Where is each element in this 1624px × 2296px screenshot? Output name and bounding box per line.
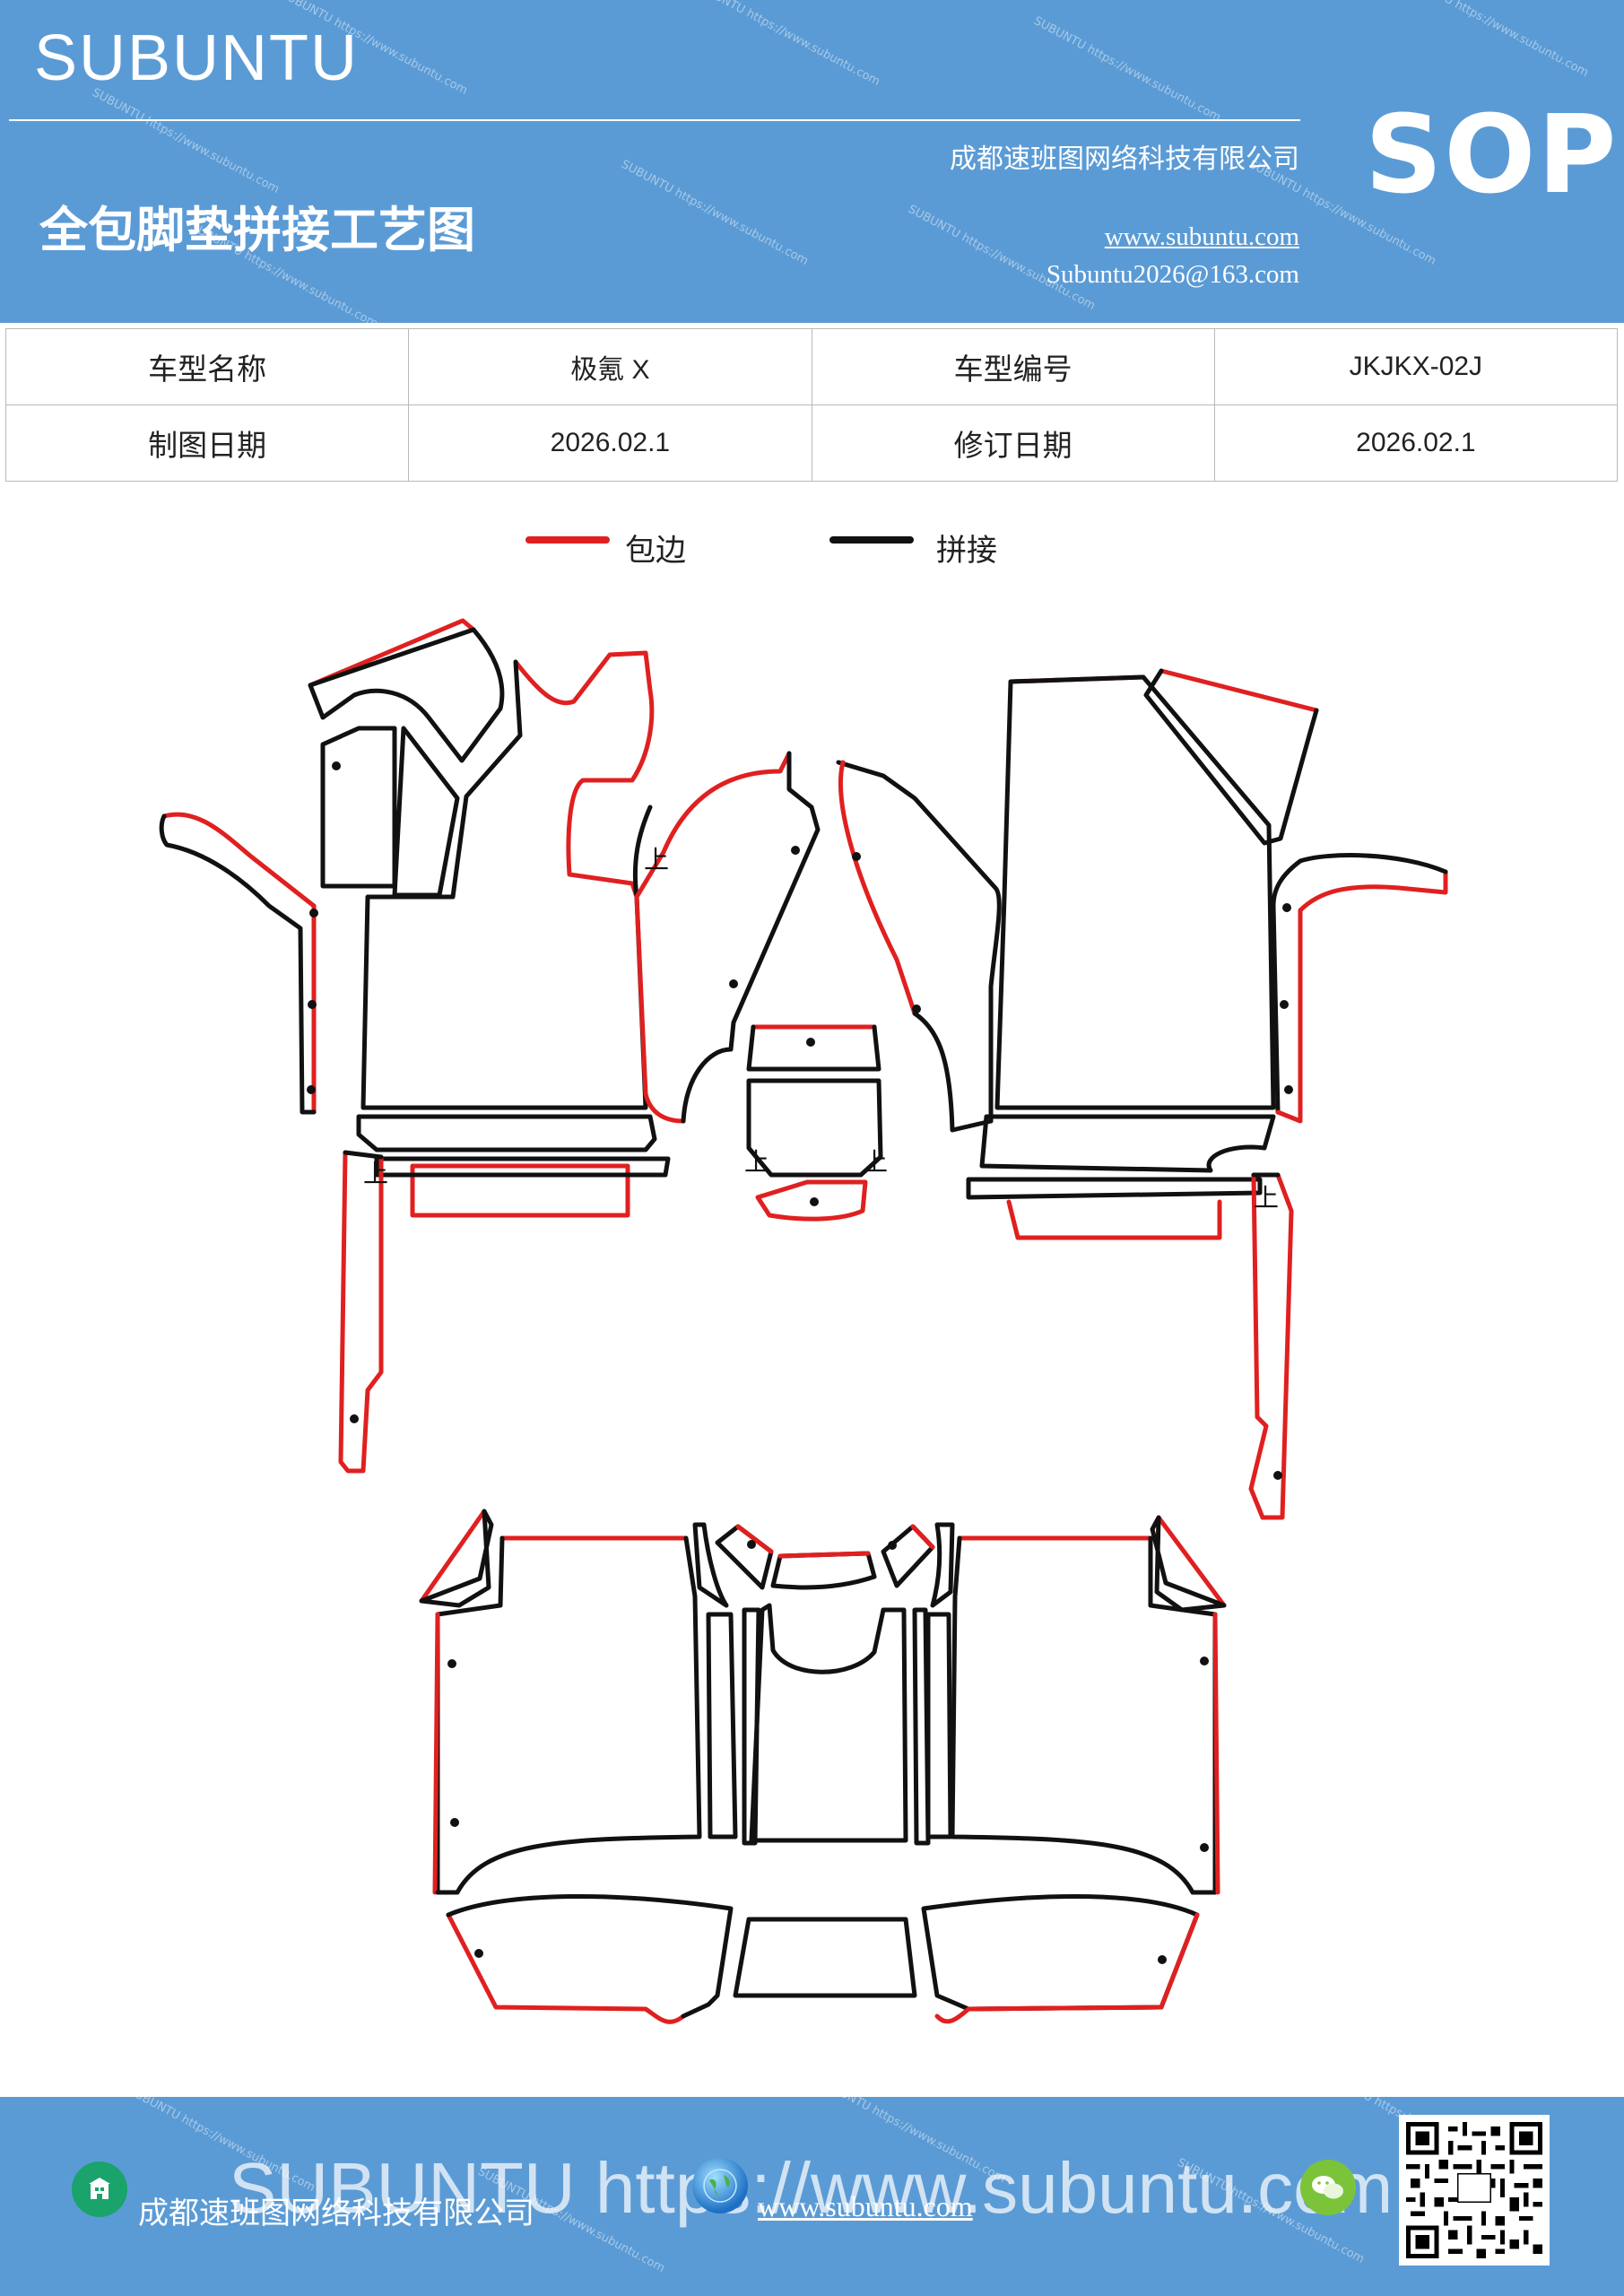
table-row: 车型名称 极氪 X 车型编号 JKJKX-02J [4,328,1619,405]
building-icon [72,2161,127,2217]
mat-piece [1143,668,1319,846]
center-tunnel-group [634,751,1002,1222]
mat-piece [419,1509,487,1604]
legend-edge-label: 包边 [625,533,686,569]
page-title: 全包脚垫拼接工艺图 [39,201,475,258]
table-label: 车型编号 [811,328,1215,405]
wechat-icon [1300,2160,1356,2215]
up-marker: 上 [363,1159,388,1188]
table-value: JKJKX-02J [1213,328,1619,405]
mat-piece [1159,668,1319,713]
mat-piece [912,1607,931,1846]
up-marker: 上 [644,845,669,874]
mat-piece [838,760,917,1016]
email-address: Subuntu2026@163.com [1046,260,1299,289]
footer-website-link[interactable]: www.subuntu.com [758,2190,973,2222]
mat-piece [432,1612,440,1895]
footer-watermark: SUBUNTU https://www.subuntu.com [229,2148,1394,2228]
table-label: 制图日期 [4,404,410,482]
mat-piece [749,1603,908,1843]
mat-piece [1298,869,1448,913]
mat-piece [410,1163,630,1218]
mat-piece [912,1011,994,1133]
mat-piece [360,659,653,1110]
mat-piece [950,1535,1218,1895]
mat-piece [746,1078,883,1178]
table-label: 车型名称 [4,328,410,405]
mat-piece [742,1607,761,1846]
mat-piece [681,751,821,1124]
table-label: 修订日期 [811,404,1215,482]
mat-piece [836,760,1002,1124]
table-row: 制图日期 2026.02.1 修订日期 2026.02.1 [4,404,1619,482]
mat-piece [1006,1199,1222,1240]
mat-piece [161,812,317,909]
mat-piece [308,618,476,688]
mat-piece [715,1524,774,1590]
mat-piece [921,1893,1200,2012]
legend-seam-swatch [829,536,914,544]
mat-piece [735,1524,774,1554]
mat-piece [1212,1612,1220,1895]
table-value: 2026.02.1 [1213,404,1619,482]
mat-piece [1275,908,1303,1124]
mat-piece [755,1179,868,1222]
floor-mat-diagram: 上 上 上 上 上 [159,618,1448,2024]
mat-piece [320,726,397,889]
mat-piece [925,1612,953,1839]
front-left-mat-group [159,618,671,1474]
mat-piece [979,1114,1276,1173]
mat-piece [1271,853,1448,1115]
table-value: 2026.02.1 [408,404,812,482]
mat-piece [994,674,1276,1110]
page-footer: SUBUNTU https://www.subuntu.com SUBUNTU … [0,2097,1624,2296]
mat-piece [1150,1515,1227,1613]
mat-piece [966,1177,1263,1200]
mat-piece [419,1509,494,1608]
mat-piece [934,1912,1200,2024]
mat-piece [1156,1515,1227,1608]
mat-piece [770,1551,877,1590]
table-value: 极氪 X [408,328,812,405]
front-right-mat-group [966,668,1448,1520]
mat-piece [356,1114,657,1152]
vehicle-info-table: 车型名称 极氪 X 车型编号 JKJKX-02J 制图日期 2026.02.1 … [4,328,1619,482]
mat-piece [692,1522,729,1608]
mat-piece [308,627,505,763]
mat-piece [634,751,792,1124]
header-divider [9,119,1300,121]
mat-piece [435,1535,702,1895]
mat-piece [343,1150,384,1160]
mat-piece [338,1150,384,1474]
mat-piece [159,813,317,1115]
mat-piece [446,1912,686,2024]
mat-piece [374,1156,671,1178]
qr-code[interactable] [1399,2115,1550,2266]
up-marker: 上 [863,1147,888,1177]
website-link[interactable]: www.subuntu.com [1104,222,1299,251]
mat-piece [881,1524,935,1588]
up-marker: 上 [1254,1183,1279,1213]
mat-piece [746,1024,881,1072]
mat-piece [706,1612,738,1839]
mat-piece [446,1893,734,2019]
mat-piece [513,650,655,900]
mat-piece [910,1524,935,1550]
legend-seam-label: 拼接 [936,533,997,569]
mat-piece [1248,1172,1294,1520]
up-marker: 上 [744,1147,769,1177]
globe-icon [692,2158,748,2213]
mat-piece [733,1917,917,1998]
mat-piece [777,1551,871,1559]
mat-piece [392,726,460,898]
company-name: 成都速班图网络科技有限公司 [950,144,1299,175]
legend-edge-swatch [525,536,610,544]
brand-logo: SUBUNTU [34,22,360,94]
fastener-points [307,761,1293,1964]
footer-company: 成都速班图网络科技有限公司 [138,2196,534,2231]
mat-piece [930,1522,955,1608]
sop-badge: SOP [1365,93,1619,218]
rear-mat-group [419,1509,1227,2024]
page-header: SUBUNTU https://www.subuntu.com SUBUNTU … [0,0,1624,323]
